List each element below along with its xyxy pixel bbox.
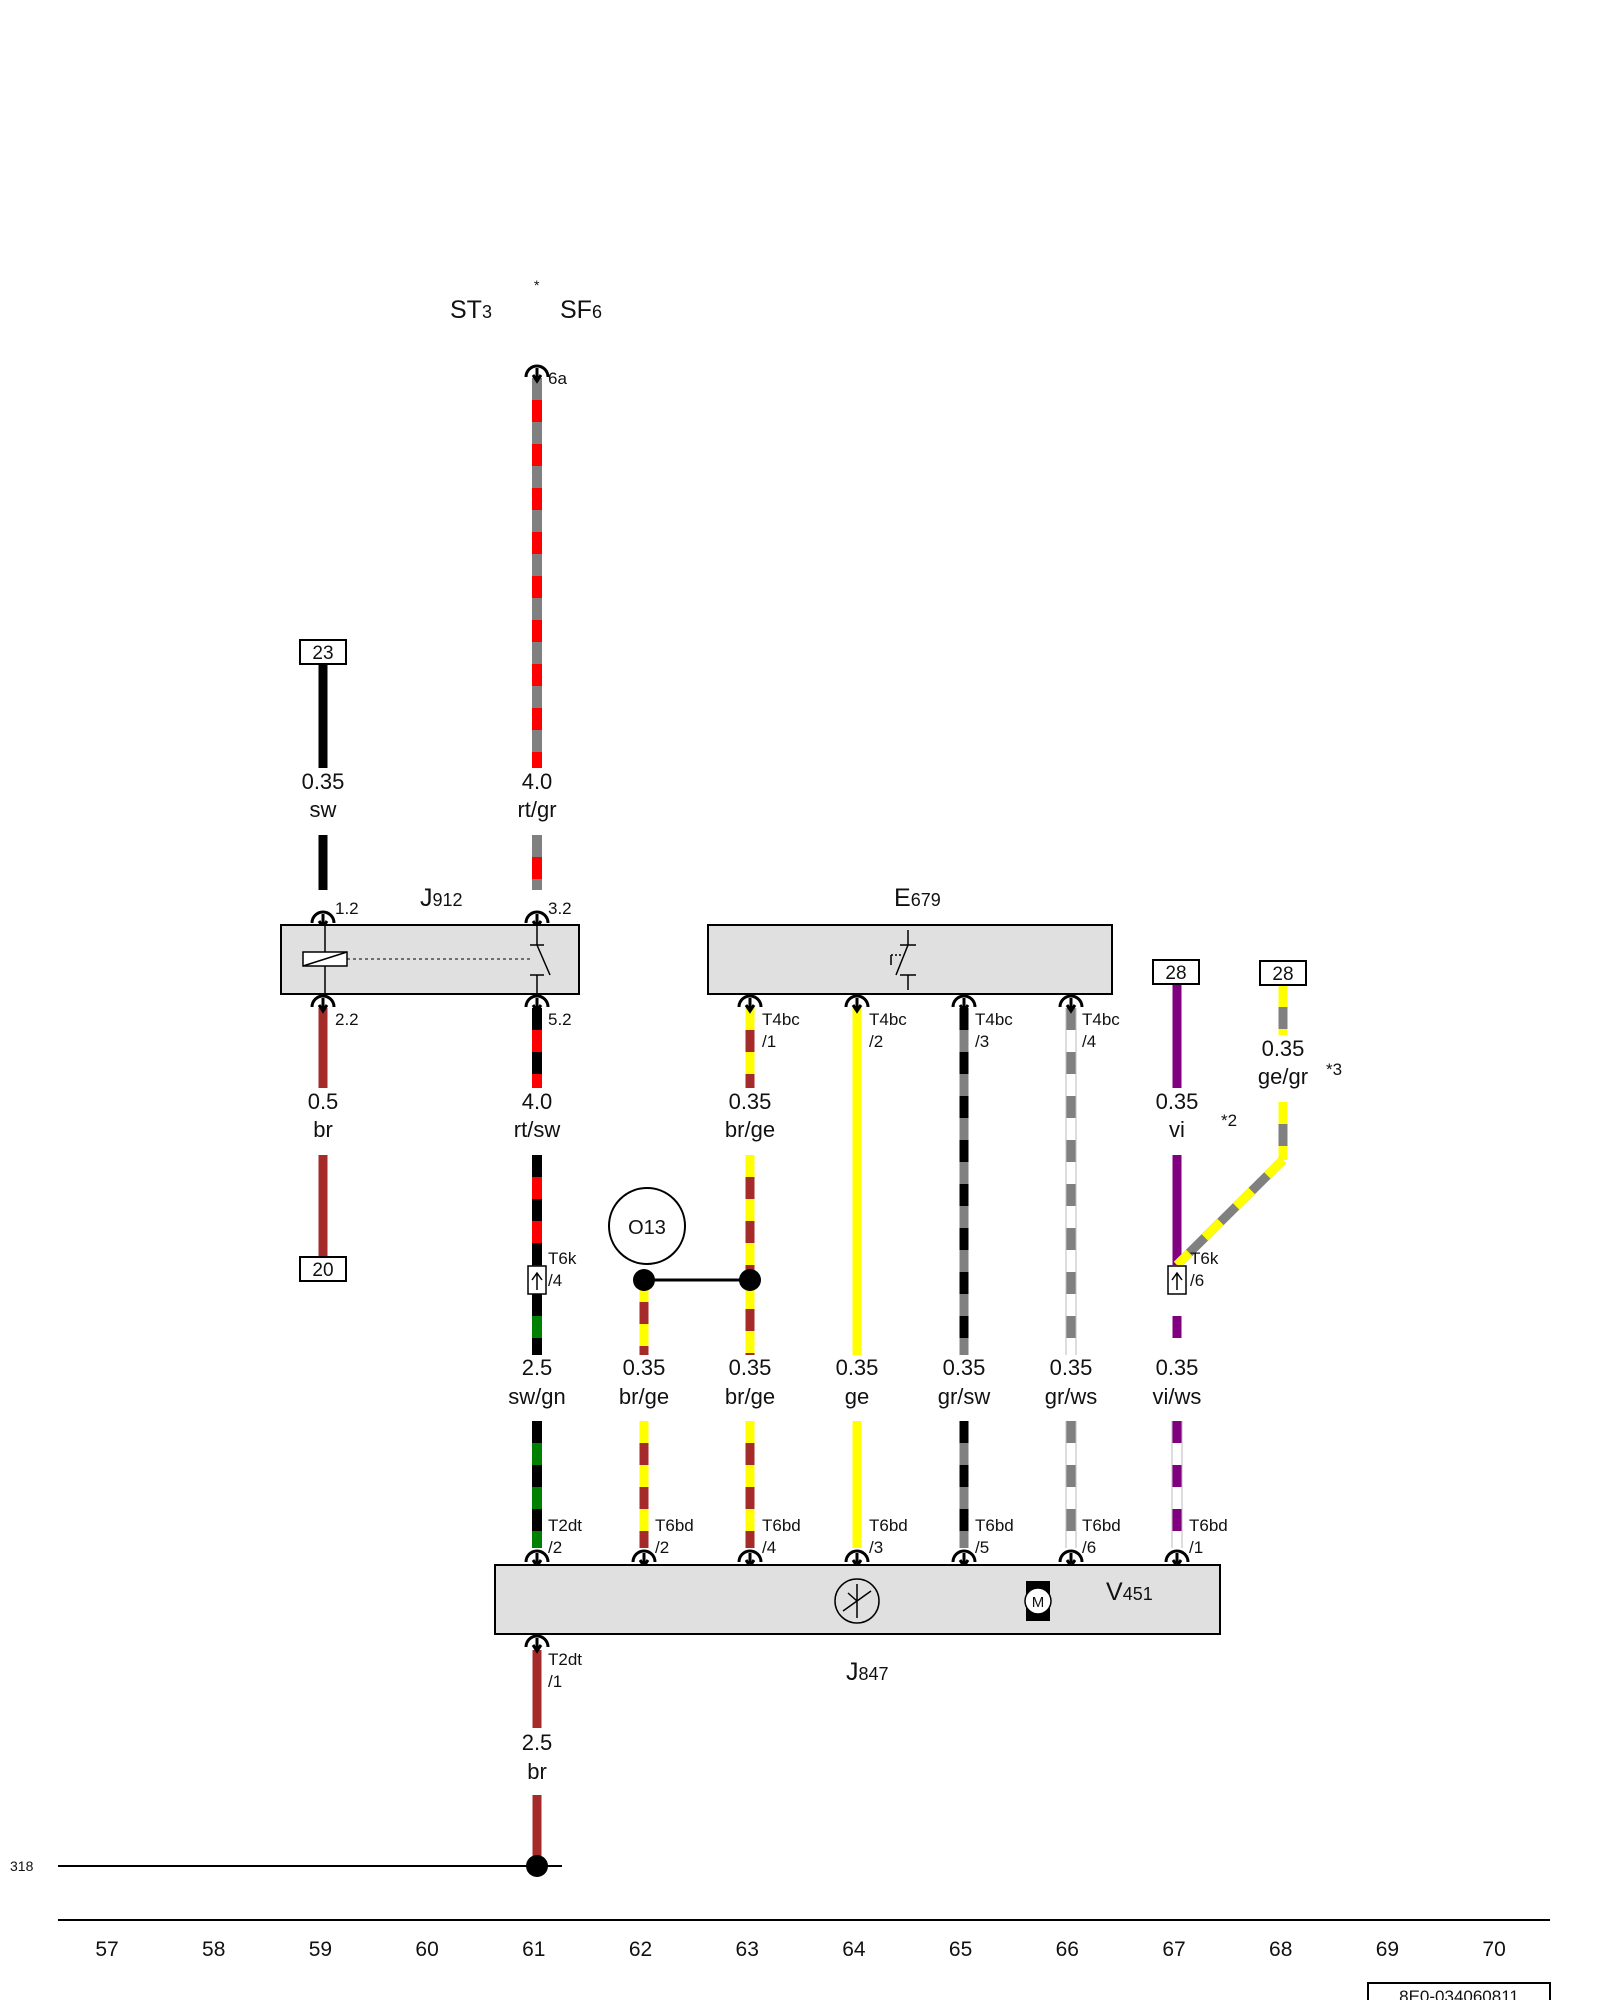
pin-arrow-t2dt-1 xyxy=(524,1634,550,1654)
note-2: *2 xyxy=(1221,1111,1237,1130)
pin-arrow-2-2 xyxy=(310,994,336,1014)
ref-28-gegr: 28 xyxy=(1259,960,1307,986)
e679-label: E679 xyxy=(894,884,941,912)
column-number: 60 xyxy=(415,1938,438,1961)
column-number: 58 xyxy=(202,1938,225,1961)
pin-t4bc-2: T4bc/2 xyxy=(869,1010,907,1051)
connector-arrow-t6k-4 xyxy=(531,1271,543,1290)
pin-arrow-t4bc-1 xyxy=(737,994,763,1014)
pin-j912-2-2: 2.2 xyxy=(335,1010,359,1029)
j912-label: J912 xyxy=(420,884,463,912)
pin-t6k-4: T6k/4 xyxy=(548,1249,577,1290)
connector-arrow-t6k-6 xyxy=(1171,1271,1183,1290)
v451-label: V451 xyxy=(1106,1578,1153,1606)
component-e679 xyxy=(707,924,1113,995)
pin-arrow-t2dt-2 xyxy=(524,1549,550,1569)
pin-t2dt-2: T2dt/2 xyxy=(548,1516,582,1557)
pin-arrow-t4bc-2 xyxy=(844,994,870,1014)
pin-arrow-t6bd-2 xyxy=(631,1549,657,1569)
wire-gegr-diagonal xyxy=(1173,1156,1287,1269)
pin-arrow-t6bd-5 xyxy=(951,1549,977,1569)
column-number: 62 xyxy=(629,1938,652,1961)
pin-t6bd-6: T6bd/6 xyxy=(1082,1516,1121,1557)
star-note: * xyxy=(534,277,540,293)
column-number: 70 xyxy=(1482,1938,1505,1961)
wires xyxy=(318,378,1288,1866)
pin-t4bc-4: T4bc/4 xyxy=(1082,1010,1120,1051)
pin-t6bd-3: T6bd/3 xyxy=(869,1516,908,1557)
splice-o13: O13 xyxy=(608,1187,761,1291)
doc-code-box: 8E0-034060811 xyxy=(1367,1982,1551,2000)
pin-arrow-t4bc-3 xyxy=(951,994,977,1014)
column-number: 67 xyxy=(1162,1938,1185,1961)
svg-text:M: M xyxy=(1032,1594,1045,1611)
column-number: 65 xyxy=(949,1938,972,1961)
pin-t4bc-1: T4bc/1 xyxy=(762,1010,800,1051)
doc-code: 8E0-034060811 xyxy=(1399,1987,1519,2000)
pin-arrow-t6bd-3 xyxy=(844,1549,870,1569)
ref-20: 20 xyxy=(299,1256,347,1282)
ref-23: 23 xyxy=(299,639,347,665)
pin-j912-1-2: 1.2 xyxy=(335,899,359,918)
component-j912 xyxy=(280,924,580,995)
svg-text:23: 23 xyxy=(312,643,333,664)
column-number: 68 xyxy=(1269,1938,1292,1961)
column-number: 59 xyxy=(309,1938,332,1961)
pin-arrow-t4bc-4 xyxy=(1058,994,1084,1014)
pin-arrow-5-2 xyxy=(524,994,550,1014)
pin-arrow-6a xyxy=(524,364,550,384)
pin-arrow-t6bd-6 xyxy=(1058,1549,1084,1569)
svg-text:318: 318 xyxy=(10,1858,34,1874)
pin-arrow-t6bd-4 xyxy=(737,1549,763,1569)
motor-icon: M xyxy=(1024,1581,1052,1621)
st3-label: ST3 xyxy=(450,296,492,324)
pin-t4bc-3: T4bc/3 xyxy=(975,1010,1013,1051)
column-number: 69 xyxy=(1376,1938,1399,1961)
svg-text:28: 28 xyxy=(1165,963,1186,984)
pin-t6bd-5: T6bd/5 xyxy=(975,1516,1014,1557)
pin-j912-3-2: 3.2 xyxy=(548,899,572,918)
svg-text:28: 28 xyxy=(1272,964,1293,985)
column-number: 61 xyxy=(522,1938,545,1961)
column-number: 66 xyxy=(1056,1938,1079,1961)
pin-t6k-6: T6k/6 xyxy=(1190,1249,1219,1290)
sf6-label: SF6 xyxy=(560,296,602,324)
pin-j912-5-2: 5.2 xyxy=(548,1010,572,1029)
svg-text:O13: O13 xyxy=(628,1217,666,1239)
column-number: 57 xyxy=(95,1938,118,1961)
svg-text:20: 20 xyxy=(312,1260,333,1281)
ref-28-vi: 28 xyxy=(1152,959,1200,985)
pin-t2dt-1: T2dt/1 xyxy=(548,1650,582,1691)
ground-rail-318: 318 xyxy=(10,1855,562,1877)
sensor-icon xyxy=(834,1578,880,1624)
pin-6a: 6a xyxy=(548,369,567,388)
column-number: 63 xyxy=(736,1938,759,1961)
component-v451-j847: M xyxy=(494,1564,1221,1635)
pin-arrow-t6bd-1 xyxy=(1164,1549,1190,1569)
pin-t6bd-2: T6bd/2 xyxy=(655,1516,694,1557)
pin-t6bd-1: T6bd/1 xyxy=(1189,1516,1228,1557)
column-number: 64 xyxy=(842,1938,866,1961)
pin-t6bd-4: T6bd/4 xyxy=(762,1516,801,1557)
note-3: *3 xyxy=(1326,1060,1342,1079)
j847-label: J847 xyxy=(846,1658,889,1686)
column-numbers: 57 58 59 60 61 62 63 64 65 66 67 68 69 70 xyxy=(95,1938,1505,1961)
